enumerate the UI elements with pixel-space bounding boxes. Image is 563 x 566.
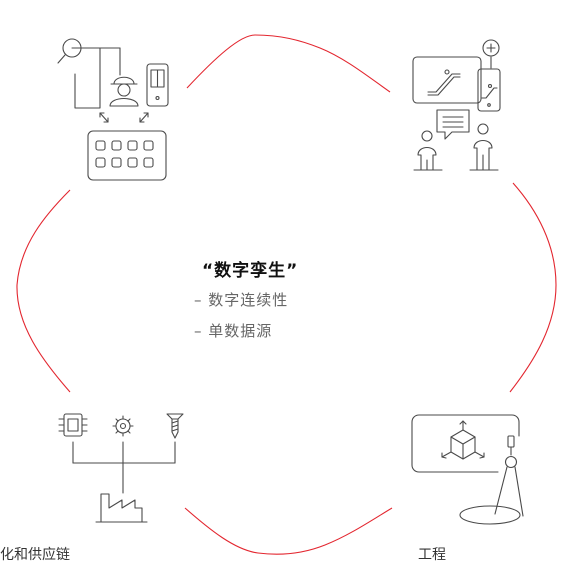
factory-icon (95, 493, 148, 523)
center-line-single-data-source: – 单数据源 (194, 322, 273, 340)
top-right-icon-group (412, 39, 501, 171)
add-icon (482, 39, 500, 69)
3d-screen-frame (411, 414, 520, 473)
top-left-icon-group (57, 38, 169, 181)
person-icon (413, 123, 499, 171)
label-manufacturing-supply-chain: 化和供应链 (0, 547, 70, 563)
bottom-left-icon-group (58, 413, 184, 523)
control-panel-icon (87, 130, 167, 181)
arc-bottom (184, 507, 393, 555)
chat-icon (436, 109, 470, 140)
gear-icon (112, 415, 134, 437)
tablet-icon (146, 63, 169, 107)
supply-lines (72, 441, 176, 494)
arc-right (509, 182, 557, 393)
arc-top (186, 34, 391, 93)
chip-icon (58, 413, 88, 437)
center-title: “数字孪生” (202, 261, 299, 281)
compass-icon (459, 435, 524, 525)
label-engineering: 工程 (418, 547, 446, 563)
red-ring (16, 34, 557, 555)
escalator-screen-icon (412, 56, 482, 104)
arc-left (16, 189, 71, 393)
connector-arrows (99, 112, 149, 123)
screw-icon (166, 413, 184, 439)
3d-cube-icon (441, 420, 485, 460)
worker-icon (109, 76, 139, 107)
magnifier-icon (57, 38, 121, 109)
phone-escalator-icon (477, 68, 501, 112)
center-line-digital-continuity: – 数字连续性 (194, 291, 289, 309)
bottom-right-icon-group (411, 414, 524, 525)
